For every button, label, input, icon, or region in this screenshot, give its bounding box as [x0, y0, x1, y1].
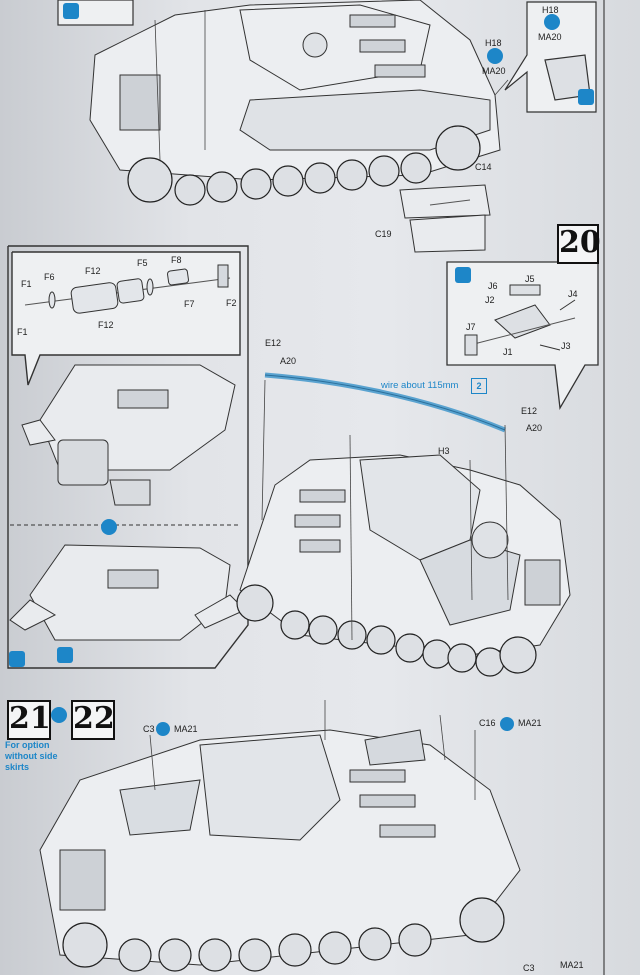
part-label: F8 — [171, 255, 182, 265]
part-label: F1 — [17, 327, 28, 337]
part-label: C3 — [143, 724, 155, 734]
part-label: J2 — [485, 295, 495, 305]
cement-icon — [51, 707, 67, 723]
part-label: A20 — [526, 423, 543, 433]
step-number-21: 21 — [7, 700, 51, 740]
part-label: F7 — [184, 299, 195, 309]
part-label: F2 — [226, 298, 237, 308]
part-label: J5 — [525, 274, 535, 284]
glue-icon — [455, 267, 471, 283]
part-label: F1 — [21, 279, 32, 289]
part-label: C3 — [523, 963, 535, 973]
step-number-22: 22 — [71, 700, 115, 740]
exhaust-parts-exploded — [24, 264, 231, 314]
part-label: MA21 — [518, 718, 542, 728]
part-label: J3 — [561, 341, 571, 351]
part-label: J7 — [466, 322, 476, 332]
part-label: MA20 — [538, 32, 562, 42]
tank-middle-drawing — [239, 454, 571, 656]
part-label: MA21 — [174, 724, 198, 734]
tank-bottom-drawing — [39, 729, 521, 966]
step-number-20: 20 — [557, 224, 601, 264]
part-label: H3 — [438, 446, 450, 456]
cement-icon — [101, 519, 117, 535]
part-label: C19 — [375, 229, 392, 239]
part-label: H18 — [485, 38, 502, 48]
glue-icon — [578, 89, 594, 105]
part-label: J4 — [568, 289, 578, 299]
part-label: F12 — [98, 320, 114, 330]
j-parts-exploded — [464, 284, 576, 356]
part-label: A20 — [280, 356, 297, 366]
cement-icon — [156, 722, 170, 736]
callout-hull-upper — [21, 364, 236, 506]
middle-tank-wheels — [236, 584, 537, 677]
cement-icon — [500, 717, 514, 731]
part-label: F5 — [137, 258, 148, 268]
part-label: F12 — [85, 266, 101, 276]
part-label: E12 — [521, 406, 538, 416]
glue-icon — [9, 651, 25, 667]
wire-count-badge: 2 — [471, 378, 487, 394]
part-label: C14 — [475, 162, 492, 172]
part-label: MA20 — [482, 66, 506, 76]
part-label: H18 — [542, 5, 559, 15]
cement-icon — [487, 48, 503, 64]
tank-top-drawing — [89, 0, 501, 181]
paint-icon — [57, 647, 73, 663]
part-label: F6 — [44, 272, 55, 282]
callout-frame-left — [7, 245, 249, 669]
part-label: C16 — [479, 718, 496, 728]
glue-icon — [63, 3, 79, 19]
top-right-inset — [504, 1, 597, 113]
bottom-tank-wheels — [62, 897, 505, 972]
top-tank-wheels — [127, 125, 481, 206]
part-label: J6 — [488, 281, 498, 291]
part-label: E12 — [265, 338, 282, 348]
cement-icon — [544, 14, 560, 30]
part-label: MA21 — [560, 960, 584, 970]
part-label: J1 — [503, 347, 513, 357]
step21-option-note: For option without side skirts — [5, 740, 58, 772]
wire-length-label: wire about 115mm — [381, 380, 459, 391]
callout-hull-lower — [9, 544, 246, 641]
c14-c19-parts — [399, 184, 491, 253]
